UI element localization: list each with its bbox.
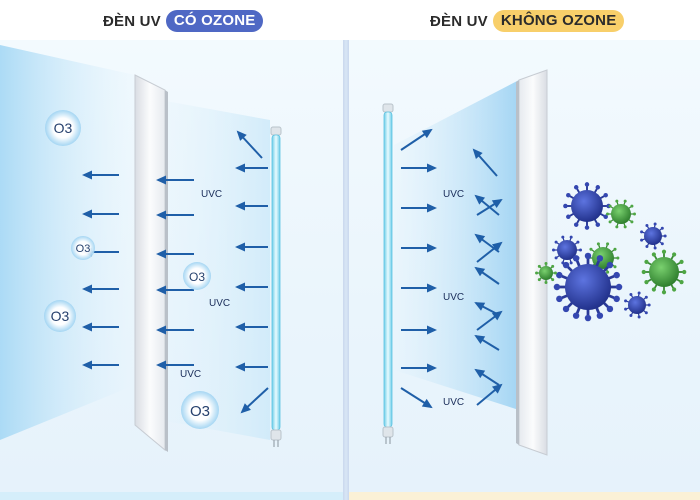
- right-arrows: [400, 128, 503, 409]
- glass-panel: [516, 69, 548, 456]
- right-title-prefix: ĐÈN UV: [430, 12, 488, 30]
- arrow-icon: [235, 201, 268, 211]
- ozone-bubble-icon: O3: [183, 262, 211, 290]
- virus-icon: [552, 235, 582, 265]
- uv-lamp-tube-icon: [270, 126, 282, 447]
- virus-icon: [641, 249, 687, 295]
- arrow-icon: [476, 241, 503, 263]
- ozone-label: O3: [54, 120, 73, 136]
- arrow-icon: [156, 175, 194, 185]
- ozone-illustration: UVC UVC UVC O3 O3 O3 O3 O3: [0, 45, 282, 452]
- uvc-label: UVC: [443, 189, 464, 200]
- arrow-icon: [400, 128, 433, 151]
- ozone-bubble-icon: O3: [44, 300, 76, 332]
- arrow-icon: [156, 249, 194, 259]
- bottom-strip-left: [0, 492, 343, 500]
- panel-divider: [343, 40, 349, 500]
- ozone-beam: [0, 45, 135, 440]
- header: ĐÈN UV CÓ OZONE ĐÈN UV KHÔNG OZONE: [0, 0, 700, 40]
- arrow-icon: [474, 368, 500, 386]
- virus-icon: [640, 222, 667, 250]
- ozone-panel: UVC UVC UVC O3 O3 O3 O3 O3: [0, 40, 343, 492]
- arrow-icon: [474, 266, 500, 285]
- ozone-badge: CÓ OZONE: [165, 10, 264, 32]
- arrow-icon: [474, 233, 500, 253]
- right-title: ĐÈN UV KHÔNG OZONE: [430, 10, 625, 32]
- uv-lamp-tube-icon: [382, 103, 394, 444]
- arrow-icon: [401, 203, 437, 213]
- no-ozone-badge: KHÔNG OZONE: [492, 10, 625, 32]
- arrow-icon: [235, 282, 268, 292]
- ozone-bubble-icon: O3: [45, 110, 81, 146]
- arrow-icon: [235, 163, 268, 173]
- ozone-bubble-icon: O3: [181, 391, 219, 429]
- ozone-bubble-icon: O3: [71, 236, 95, 260]
- uv-beam: [394, 80, 519, 410]
- arrow-icon: [401, 163, 437, 173]
- uvc-label: UVC: [180, 369, 201, 380]
- arrow-icon: [400, 387, 433, 409]
- left-title-prefix: ĐÈN UV: [103, 12, 161, 30]
- uv-glow: [160, 100, 270, 440]
- arrow-icon: [82, 360, 119, 370]
- arrow-icon: [240, 387, 269, 414]
- uvc-label: UVC: [443, 397, 464, 408]
- arrow-icon: [156, 360, 194, 370]
- arrow-icon: [476, 310, 503, 331]
- ozone-label: O3: [190, 403, 210, 420]
- arrow-icon: [82, 322, 119, 332]
- arrow-icon: [156, 325, 194, 335]
- arrow-icon: [235, 362, 268, 372]
- arrow-icon: [474, 334, 500, 351]
- arrow-icon: [156, 285, 194, 295]
- virus-icon: [553, 252, 623, 322]
- ozone-label: O3: [76, 243, 91, 255]
- virus-icon: [535, 262, 557, 284]
- ozone-label: O3: [51, 308, 70, 324]
- no-ozone-panel: UVC UVC UVC: [349, 40, 700, 492]
- ozone-label: O3: [189, 270, 205, 284]
- arrow-icon: [156, 210, 194, 220]
- arrow-icon: [82, 284, 119, 294]
- arrow-icon: [82, 209, 119, 219]
- arrow-icon: [401, 325, 437, 335]
- virus-icon: [563, 182, 611, 230]
- arrow-icon: [236, 130, 263, 159]
- arrow-icon: [401, 283, 437, 293]
- arrow-icon: [401, 243, 437, 253]
- virus-icon: [606, 199, 636, 229]
- arrow-icon: [235, 322, 268, 332]
- virus-icon: [624, 291, 651, 319]
- arrow-icon: [472, 148, 498, 177]
- glass-panel: [134, 74, 168, 452]
- arrow-icon: [476, 198, 503, 216]
- left-arrows: [82, 130, 269, 414]
- bottom-strip-right: [349, 492, 700, 500]
- arrow-icon: [474, 194, 500, 216]
- uvc-label: UVC: [201, 189, 222, 200]
- left-title: ĐÈN UV CÓ OZONE: [103, 10, 264, 32]
- arrow-icon: [82, 170, 119, 180]
- arrow-icon: [401, 363, 437, 373]
- virus-cluster: [535, 182, 687, 322]
- arrow-icon: [235, 242, 268, 252]
- uvc-label: UVC: [443, 292, 464, 303]
- arrow-icon: [476, 383, 503, 406]
- no-ozone-illustration: UVC UVC UVC: [382, 69, 687, 456]
- uvc-label: UVC: [209, 298, 230, 309]
